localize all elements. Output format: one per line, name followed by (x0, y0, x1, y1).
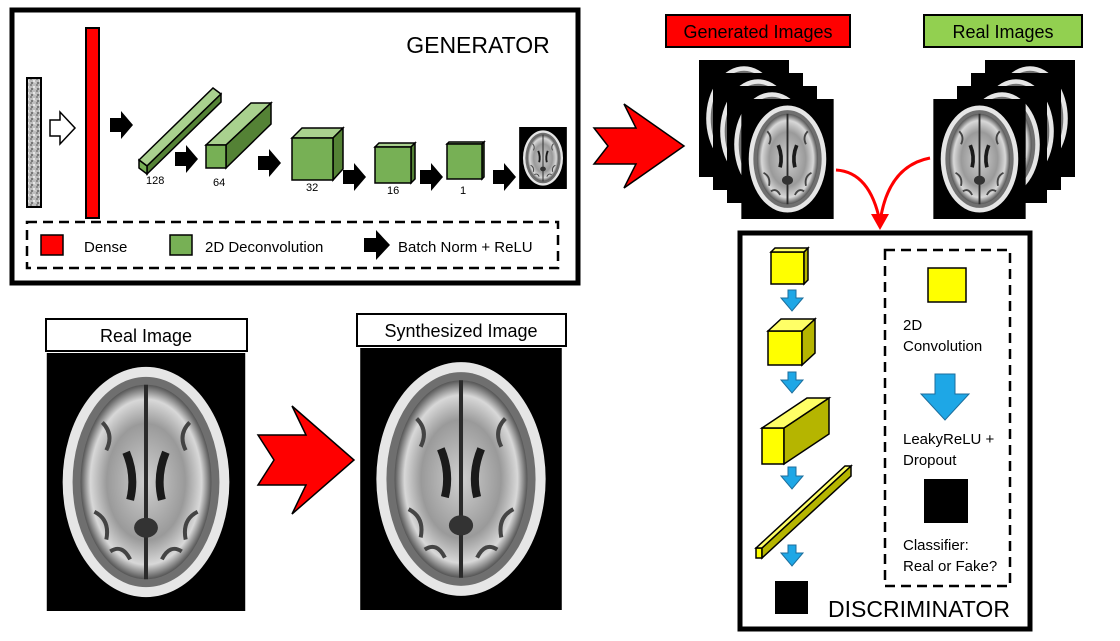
classifier-legend-label-line2: Real or Fake? (903, 558, 997, 575)
batchnorm-legend-label: Batch Norm + ReLU (398, 239, 533, 256)
noise-input-vector (26, 77, 42, 208)
generator-output-arrow-icon (592, 103, 686, 189)
real-images-label: Real Images (952, 22, 1053, 42)
synthesized-brain-image (360, 348, 562, 610)
real-images-stack (932, 60, 1076, 219)
deconv-layer-64 (204, 101, 273, 170)
dense-legend-swatch (40, 234, 64, 256)
generator-legend (25, 220, 560, 270)
generated-brain-image (518, 127, 568, 189)
layer-size-label: 128 (146, 175, 164, 187)
batchnorm-legend-arrow-icon (364, 230, 390, 260)
generated-images-label-box (665, 14, 851, 48)
generator-title: GENERATOR (406, 32, 550, 58)
deconv-legend-swatch (169, 234, 193, 256)
conv-legend-label-line2: Convolution (903, 338, 982, 355)
deconv-layer-16 (373, 141, 417, 185)
leakyrelu-arrow-icon (779, 289, 805, 567)
conv-layer-2 (766, 317, 817, 367)
real-images-label-box (923, 14, 1083, 48)
discriminator-legend (883, 248, 1012, 588)
generated-images-label: Generated Images (683, 22, 832, 42)
leakyrelu-legend-label-line1: LeakyReLU + (903, 431, 995, 448)
conv-legend-swatch (927, 267, 967, 303)
synthesized-image-label-box (356, 313, 567, 347)
classifier-output (775, 581, 808, 614)
deconv-layer-1 (445, 140, 486, 181)
leakyrelu-legend-arrow-icon (919, 373, 971, 421)
real-to-discriminator-curve (878, 156, 931, 223)
discriminator-input-arrowhead-icon (871, 214, 889, 230)
deconv-legend-label: 2D Deconvolution (205, 239, 323, 256)
discriminator-title: DISCRIMINATOR (828, 596, 1010, 622)
layer-size-label: 32 (306, 182, 318, 194)
conv-layer-3 (759, 396, 832, 466)
layer-size-label: 16 (387, 185, 399, 197)
layer-size-label: 1 (460, 185, 466, 197)
synthesis-arrow-icon (256, 405, 356, 515)
conv-legend-label-line1: 2D (903, 317, 922, 334)
synthesized-image-label: Synthesized Image (384, 321, 537, 341)
real-image-label: Real Image (100, 326, 192, 346)
generated-to-discriminator-curve (835, 168, 882, 223)
conv-layer-4 (754, 464, 853, 560)
conv-layer-1 (769, 246, 810, 286)
deconv-layer-32 (290, 126, 345, 182)
dense-legend-label: Dense (84, 239, 127, 256)
batchnorm-arrow-icon (110, 111, 516, 191)
real-image-label-box (45, 318, 248, 352)
dense-layer (85, 27, 100, 219)
classifier-legend-swatch (924, 479, 968, 523)
deconv-layer-128 (137, 87, 223, 176)
leakyrelu-legend-label-line2: Dropout (903, 452, 957, 469)
layer-size-label: 64 (213, 177, 225, 189)
input-arrow-icon (49, 110, 77, 146)
real-brain-image (47, 353, 245, 611)
classifier-legend-label-line1: Classifier: (903, 537, 969, 554)
generated-images-stack (698, 60, 835, 219)
